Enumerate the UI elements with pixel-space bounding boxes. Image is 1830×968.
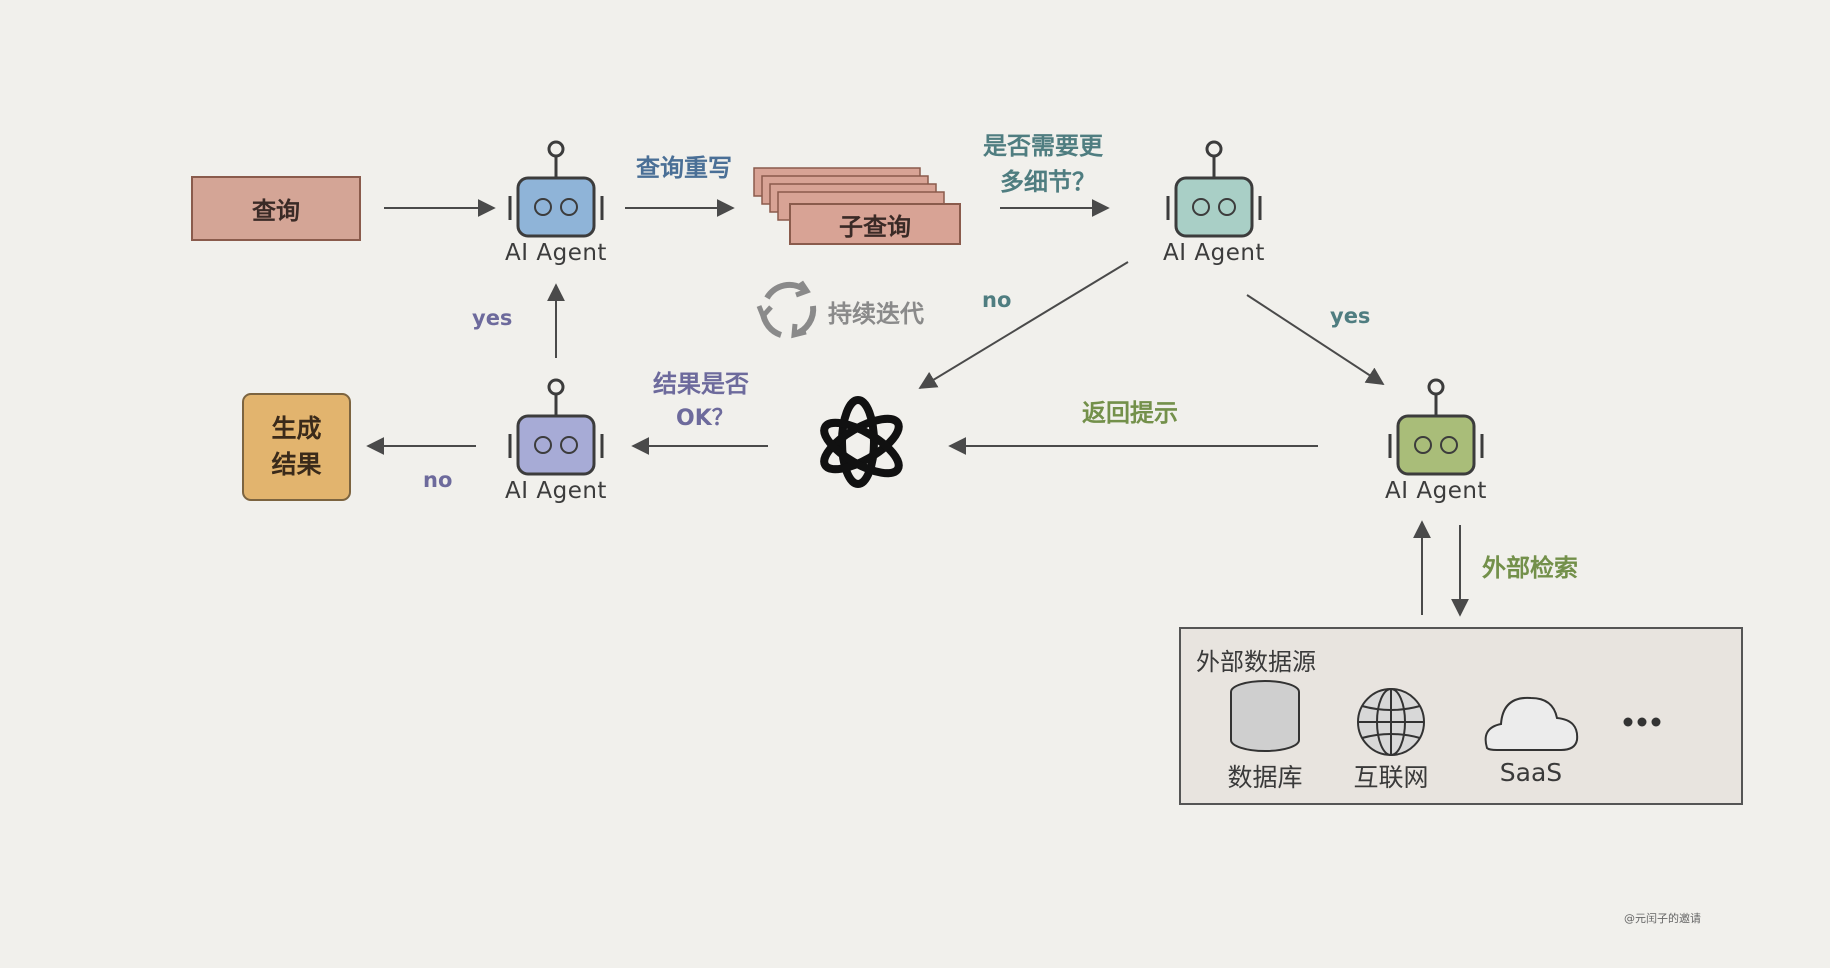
source-internet-label: 互联网 [1321,758,1461,794]
agent2-label: AI Agent [1144,240,1284,266]
agent3-label: AI Agent [486,478,626,504]
database-icon [1231,681,1299,751]
no-top-label: no [982,288,1011,312]
yes-left-label: yes [472,306,512,330]
rewrite-label: 查询重写 [636,148,732,183]
result-label: 生成 结果 [243,394,350,500]
agent1-label: AI Agent [486,240,626,266]
need-detail-label-2: 多细节？ [1000,162,1096,197]
need-detail-label-1: 是否需要更 [983,126,1103,161]
watermark: @元闰子的邀请 [1624,910,1701,926]
robot-agent3 [510,380,602,474]
subquery-label: 子查询 [790,204,960,244]
query-label: 查询 [192,177,360,240]
external-search-label: 外部检索 [1482,548,1578,583]
robot-agent2 [1168,142,1260,236]
globe-icon [1358,689,1424,755]
sources-title: 外部数据源 [1196,642,1316,677]
llm-logo-icon [817,400,906,484]
cycle-icon [759,282,813,335]
edges [368,208,1460,615]
source-saas-label: SaaS [1461,758,1601,787]
robot-agent1 [510,142,602,236]
ellipsis-icon [1624,718,1661,727]
return-hint-label: 返回提示 [1082,393,1178,428]
result-ok-label-2: OK？ [676,400,734,432]
agent4-label: AI Agent [1366,478,1506,504]
arrow-agent2-to-llm [920,262,1128,388]
iterate-label: 持续迭代 [828,294,924,329]
yes-right-label: yes [1330,304,1370,328]
robot-agent4 [1390,380,1482,474]
result-label-line1: 生成 [271,411,321,447]
source-database-label: 数据库 [1195,758,1335,794]
result-label-line2: 结果 [271,447,321,483]
result-ok-label-1: 结果是否 [653,364,749,399]
no-left-label: no [423,468,452,492]
